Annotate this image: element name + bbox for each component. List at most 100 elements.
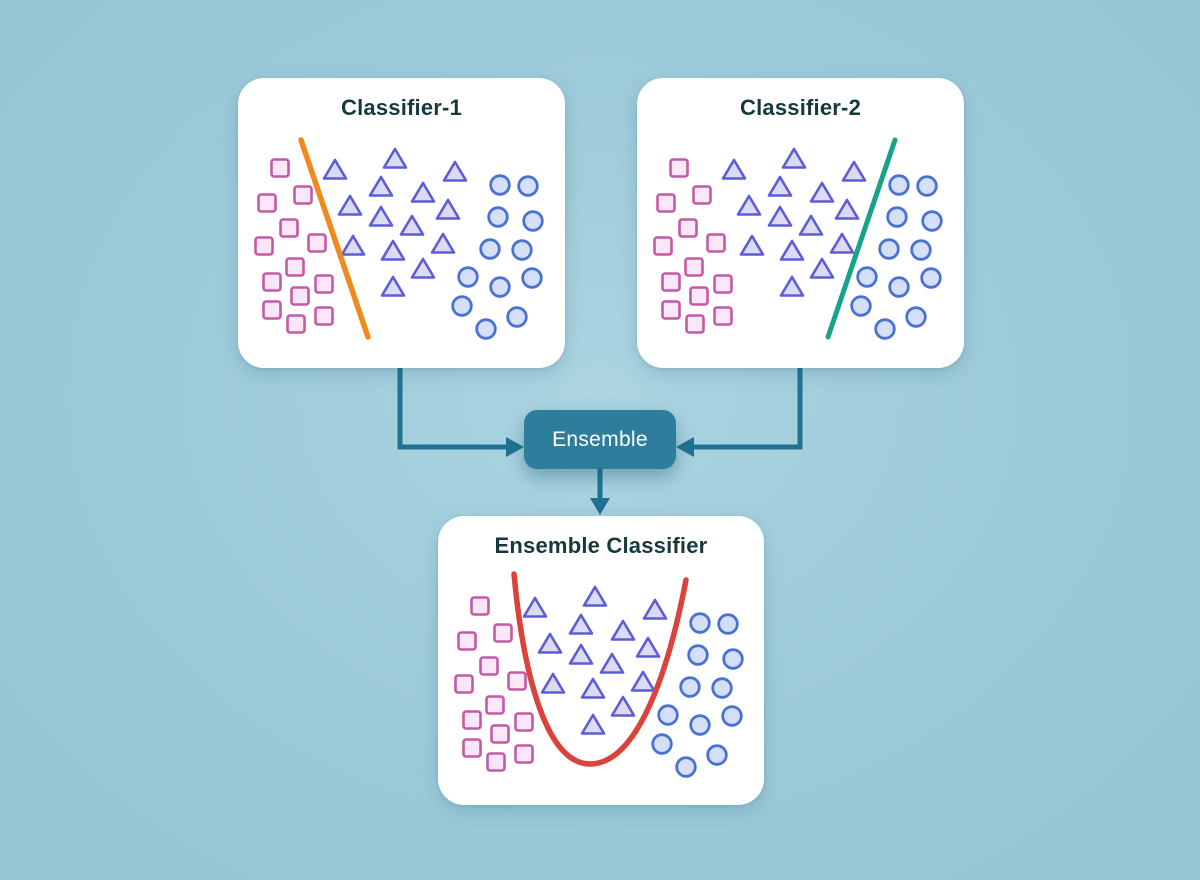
square-marker-icon bbox=[656, 193, 676, 213]
triangle-marker-icon bbox=[368, 205, 394, 227]
square-marker-icon bbox=[692, 185, 712, 205]
triangle-marker-icon bbox=[582, 585, 608, 607]
arrowhead-icon bbox=[506, 437, 524, 457]
circle-marker-icon bbox=[711, 677, 733, 699]
triangle-marker-icon bbox=[721, 158, 747, 180]
triangle-marker-icon bbox=[430, 232, 456, 254]
classifier2-card: Classifier-2 bbox=[637, 78, 964, 368]
arrowhead-icon bbox=[676, 437, 694, 457]
circle-marker-icon bbox=[475, 318, 497, 340]
triangle-marker-icon bbox=[435, 198, 461, 220]
arrowhead-icon bbox=[590, 498, 610, 515]
triangle-marker-icon bbox=[829, 232, 855, 254]
square-marker-icon bbox=[514, 744, 534, 764]
square-marker-icon bbox=[653, 236, 673, 256]
triangle-marker-icon bbox=[522, 596, 548, 618]
triangle-marker-icon bbox=[568, 643, 594, 665]
square-marker-icon bbox=[486, 752, 506, 772]
triangle-marker-icon bbox=[809, 257, 835, 279]
circle-marker-icon bbox=[721, 705, 743, 727]
square-marker-icon bbox=[685, 314, 705, 334]
triangle-marker-icon bbox=[382, 147, 408, 169]
triangle-marker-icon bbox=[779, 275, 805, 297]
triangle-marker-icon bbox=[767, 175, 793, 197]
circle-marker-icon bbox=[717, 613, 739, 635]
circle-marker-icon bbox=[451, 295, 473, 317]
ensemble-scatter-plot bbox=[454, 571, 744, 778]
triangle-marker-icon bbox=[630, 670, 656, 692]
square-marker-icon bbox=[678, 218, 698, 238]
square-marker-icon bbox=[661, 272, 681, 292]
triangle-marker-icon bbox=[442, 160, 468, 182]
circle-marker-icon bbox=[489, 174, 511, 196]
triangle-marker-icon bbox=[537, 632, 563, 654]
square-marker-icon bbox=[669, 158, 689, 178]
square-marker-icon bbox=[490, 724, 510, 744]
circle-marker-icon bbox=[850, 295, 872, 317]
classifier1-boundary-line bbox=[298, 137, 371, 340]
triangle-marker-icon bbox=[337, 194, 363, 216]
square-marker-icon bbox=[713, 274, 733, 294]
circle-marker-icon bbox=[457, 266, 479, 288]
square-marker-icon bbox=[514, 712, 534, 732]
ensemble-node: Ensemble bbox=[524, 410, 676, 469]
circle-marker-icon bbox=[878, 238, 900, 260]
circle-marker-icon bbox=[651, 733, 673, 755]
square-marker-icon bbox=[713, 306, 733, 326]
classifier2-scatter-plot bbox=[653, 137, 943, 340]
circle-marker-icon bbox=[689, 714, 711, 736]
circle-marker-icon bbox=[874, 318, 896, 340]
triangle-marker-icon bbox=[781, 147, 807, 169]
triangle-marker-icon bbox=[841, 160, 867, 182]
triangle-marker-icon bbox=[580, 677, 606, 699]
triangle-marker-icon bbox=[380, 239, 406, 261]
circle-marker-icon bbox=[522, 210, 544, 232]
classifier2-title: Classifier-2 bbox=[739, 95, 861, 120]
circle-marker-icon bbox=[517, 175, 539, 197]
circle-marker-icon bbox=[687, 644, 709, 666]
triangle-marker-icon bbox=[322, 158, 348, 180]
triangle-marker-icon bbox=[580, 713, 606, 735]
triangle-marker-icon bbox=[610, 619, 636, 641]
ensemble-classifier-title: Ensemble Classifier bbox=[494, 533, 708, 558]
square-marker-icon bbox=[314, 274, 334, 294]
triangle-marker-icon bbox=[599, 652, 625, 674]
triangle-marker-icon bbox=[410, 257, 436, 279]
square-marker-icon bbox=[454, 674, 474, 694]
circle-marker-icon bbox=[910, 239, 932, 261]
square-marker-icon bbox=[307, 233, 327, 253]
square-marker-icon bbox=[254, 236, 274, 256]
circle-marker-icon bbox=[689, 612, 711, 634]
triangle-marker-icon bbox=[410, 181, 436, 203]
square-marker-icon bbox=[262, 272, 282, 292]
circle-marker-icon bbox=[479, 238, 501, 260]
circle-marker-icon bbox=[905, 306, 927, 328]
square-marker-icon bbox=[684, 257, 704, 277]
classifier1-title: Classifier-1 bbox=[340, 95, 462, 120]
square-marker-icon bbox=[507, 671, 527, 691]
connector-line bbox=[397, 368, 506, 450]
classifier2-boundary-line bbox=[825, 137, 898, 340]
square-marker-icon bbox=[286, 314, 306, 334]
triangle-marker-icon bbox=[834, 198, 860, 220]
circle-marker-icon bbox=[487, 206, 509, 228]
triangle-marker-icon bbox=[368, 175, 394, 197]
circle-marker-icon bbox=[506, 306, 528, 328]
triangle-marker-icon bbox=[568, 613, 594, 635]
circle-marker-icon bbox=[921, 210, 943, 232]
circle-marker-icon bbox=[888, 174, 910, 196]
triangle-marker-icon bbox=[380, 275, 406, 297]
circle-marker-icon bbox=[706, 744, 728, 766]
square-marker-icon bbox=[493, 623, 513, 643]
circle-marker-icon bbox=[511, 239, 533, 261]
triangle-marker-icon bbox=[767, 205, 793, 227]
triangle-marker-icon bbox=[610, 695, 636, 717]
triangle-marker-icon bbox=[399, 214, 425, 236]
triangle-marker-icon bbox=[642, 598, 668, 620]
circle-marker-icon bbox=[657, 704, 679, 726]
circle-marker-icon bbox=[886, 206, 908, 228]
square-marker-icon bbox=[706, 233, 726, 253]
square-marker-icon bbox=[285, 257, 305, 277]
circle-marker-icon bbox=[916, 175, 938, 197]
